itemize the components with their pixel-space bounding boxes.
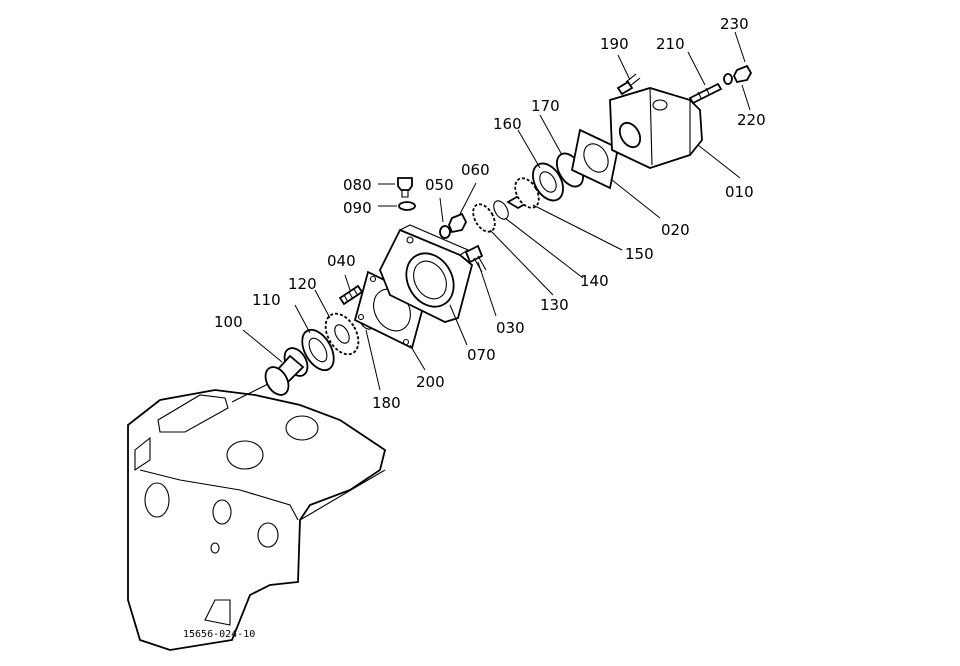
callout-150: 150: [625, 245, 654, 263]
callout-170: 170: [531, 97, 560, 115]
callout-230: 230: [720, 15, 749, 33]
part-120-gear: [324, 312, 360, 356]
callout-020: 020: [661, 221, 690, 239]
part-100-bushing: [264, 347, 309, 396]
callout-040: 040: [327, 252, 356, 270]
callout-120: 120: [288, 275, 317, 293]
callout-130: 130: [540, 296, 569, 314]
callout-100: 100: [214, 313, 243, 331]
callout-050: 050: [425, 176, 454, 194]
callout-labels: 010 020 030 040 050 060 070 080 090 100 …: [214, 15, 766, 412]
part-070-housing: [379, 224, 474, 323]
part-030-bolt: [464, 244, 487, 273]
part-010-pump-body: [609, 87, 703, 169]
part-130-gear: [472, 203, 496, 233]
part-050-washer: [439, 225, 451, 239]
callout-190: 190: [600, 35, 629, 53]
part-220-washer: [723, 73, 733, 85]
engine-block: [127, 389, 387, 651]
callout-060: 060: [461, 161, 490, 179]
callout-070: 070: [467, 346, 496, 364]
part-190-bolt: [616, 73, 641, 96]
callout-210: 210: [656, 35, 685, 53]
part-230-nut: [732, 64, 753, 84]
callout-090: 090: [343, 199, 372, 217]
part-090-washer: [398, 201, 416, 211]
callout-220: 220: [737, 111, 766, 129]
callout-160: 160: [493, 115, 522, 133]
leader-lines: [242, 31, 751, 391]
part-040-stud: [338, 284, 364, 306]
part-080-plug: [397, 177, 413, 198]
callout-180: 180: [372, 394, 401, 412]
callout-200: 200: [416, 373, 445, 391]
callout-010: 010: [725, 183, 754, 201]
part-110-bearing: [301, 328, 335, 372]
part-060-nut: [448, 212, 468, 234]
part-150-shaft-gear: [506, 177, 540, 210]
part-020-gasket: [570, 128, 620, 190]
callout-030: 030: [496, 319, 525, 337]
callout-140: 140: [580, 272, 609, 290]
part-210-stud: [688, 82, 723, 105]
callout-080: 080: [343, 176, 372, 194]
figure-id: 15656-024-10: [183, 629, 255, 640]
callout-110: 110: [252, 291, 281, 309]
